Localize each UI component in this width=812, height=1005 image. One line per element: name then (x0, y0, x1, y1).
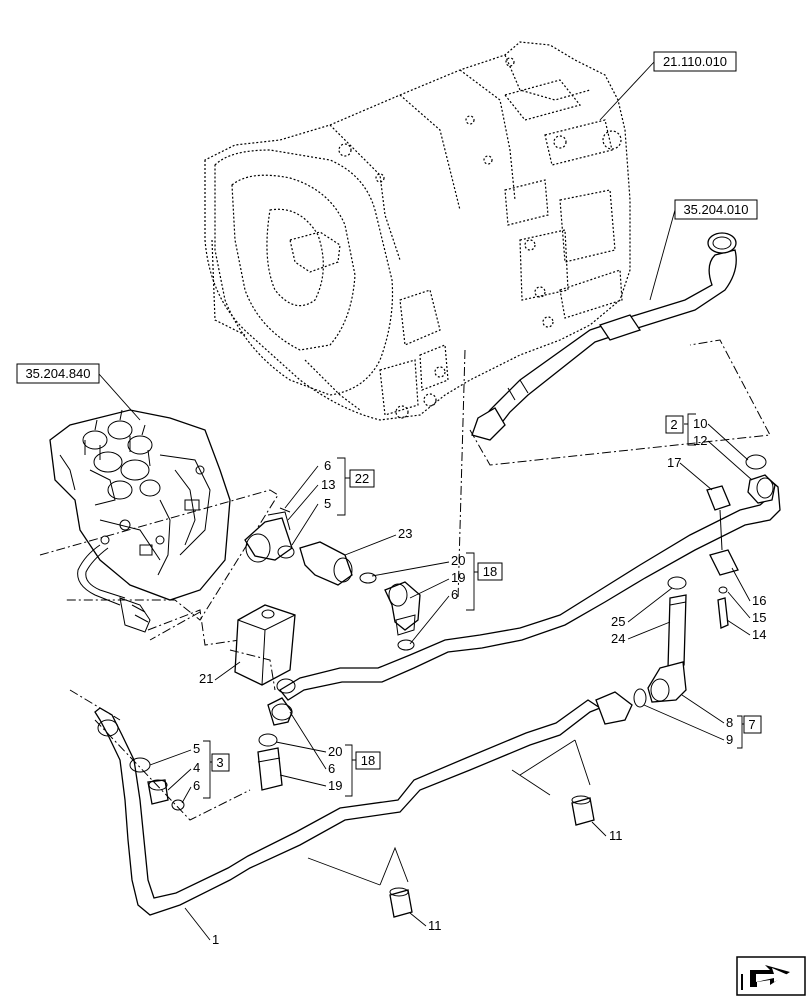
tube-24 (667, 576, 687, 669)
svg-text:5: 5 (193, 741, 200, 756)
group-box-18-upper (477, 562, 503, 581)
upper-pipe-35-204-010 (471, 232, 737, 441)
ref-valve[interactable]: 35.204.840 (16, 363, 100, 384)
elbow-19-upper (384, 581, 421, 651)
group-box-2 (665, 415, 684, 434)
svg-text:6: 6 (451, 587, 458, 602)
svg-text:20: 20 (451, 553, 465, 568)
group-box-18-lower (355, 751, 381, 770)
svg-text:35.204.010: 35.204.010 (683, 202, 748, 217)
elbow-8 (633, 661, 687, 708)
transmission-housing (204, 41, 631, 421)
svg-text:25: 25 (611, 614, 625, 629)
svg-text:6: 6 (193, 778, 200, 793)
svg-text:6: 6 (328, 761, 335, 776)
svg-text:6: 6 (324, 458, 331, 473)
svg-text:9: 9 (726, 732, 733, 747)
group-box-7 (743, 715, 762, 734)
svg-text:35.204.840: 35.204.840 (25, 366, 90, 381)
svg-text:12: 12 (693, 433, 707, 448)
svg-text:18: 18 (483, 564, 497, 579)
fitting-group-3 (129, 757, 185, 811)
svg-text:24: 24 (611, 631, 625, 646)
bushing-11-right (571, 795, 595, 826)
arrow-next-page-icon[interactable] (736, 956, 806, 996)
svg-text:13: 13 (321, 477, 335, 492)
control-valve-block (49, 409, 231, 633)
ref-pipe-upper[interactable]: 35.204.010 (674, 199, 758, 220)
svg-text:15: 15 (752, 610, 766, 625)
svg-text:8: 8 (726, 715, 733, 730)
svg-text:7: 7 (748, 717, 755, 732)
bracket-17 (706, 485, 739, 629)
svg-text:5: 5 (324, 496, 331, 511)
svg-text:1: 1 (212, 932, 219, 947)
pipe-1 (94, 691, 633, 916)
svg-text:4: 4 (193, 760, 200, 775)
svg-text:21: 21 (199, 671, 213, 686)
svg-text:3: 3 (216, 755, 223, 770)
svg-text:18: 18 (361, 753, 375, 768)
svg-text:19: 19 (451, 570, 465, 585)
svg-text:20: 20 (328, 744, 342, 759)
connector-block-21 (234, 604, 296, 686)
fitting-19-lower (257, 733, 283, 791)
svg-text:11: 11 (428, 918, 442, 933)
svg-text:21.110.010: 21.110.010 (663, 54, 727, 69)
callouts: 6 13 5 22 23 20 19 6 18 2 10 12 17 16 15… (149, 413, 766, 947)
svg-text:17: 17 (667, 455, 681, 470)
fitting-group-22 (244, 507, 295, 563)
fitting-10-12 (745, 454, 776, 504)
svg-text:19: 19 (328, 778, 342, 793)
group-box-3 (211, 753, 230, 772)
svg-text:16: 16 (752, 593, 766, 608)
bushing-11-left (389, 887, 413, 918)
ref-transmission[interactable]: 21.110.010 (653, 51, 737, 72)
adapter-23 (299, 541, 377, 586)
pipe-mid (267, 478, 781, 726)
svg-text:2: 2 (670, 417, 677, 432)
group-box-22 (349, 469, 375, 488)
svg-text:10: 10 (693, 416, 707, 431)
svg-text:22: 22 (355, 471, 369, 486)
svg-text:23: 23 (398, 526, 412, 541)
svg-text:11: 11 (609, 828, 623, 843)
svg-text:14: 14 (752, 627, 766, 642)
